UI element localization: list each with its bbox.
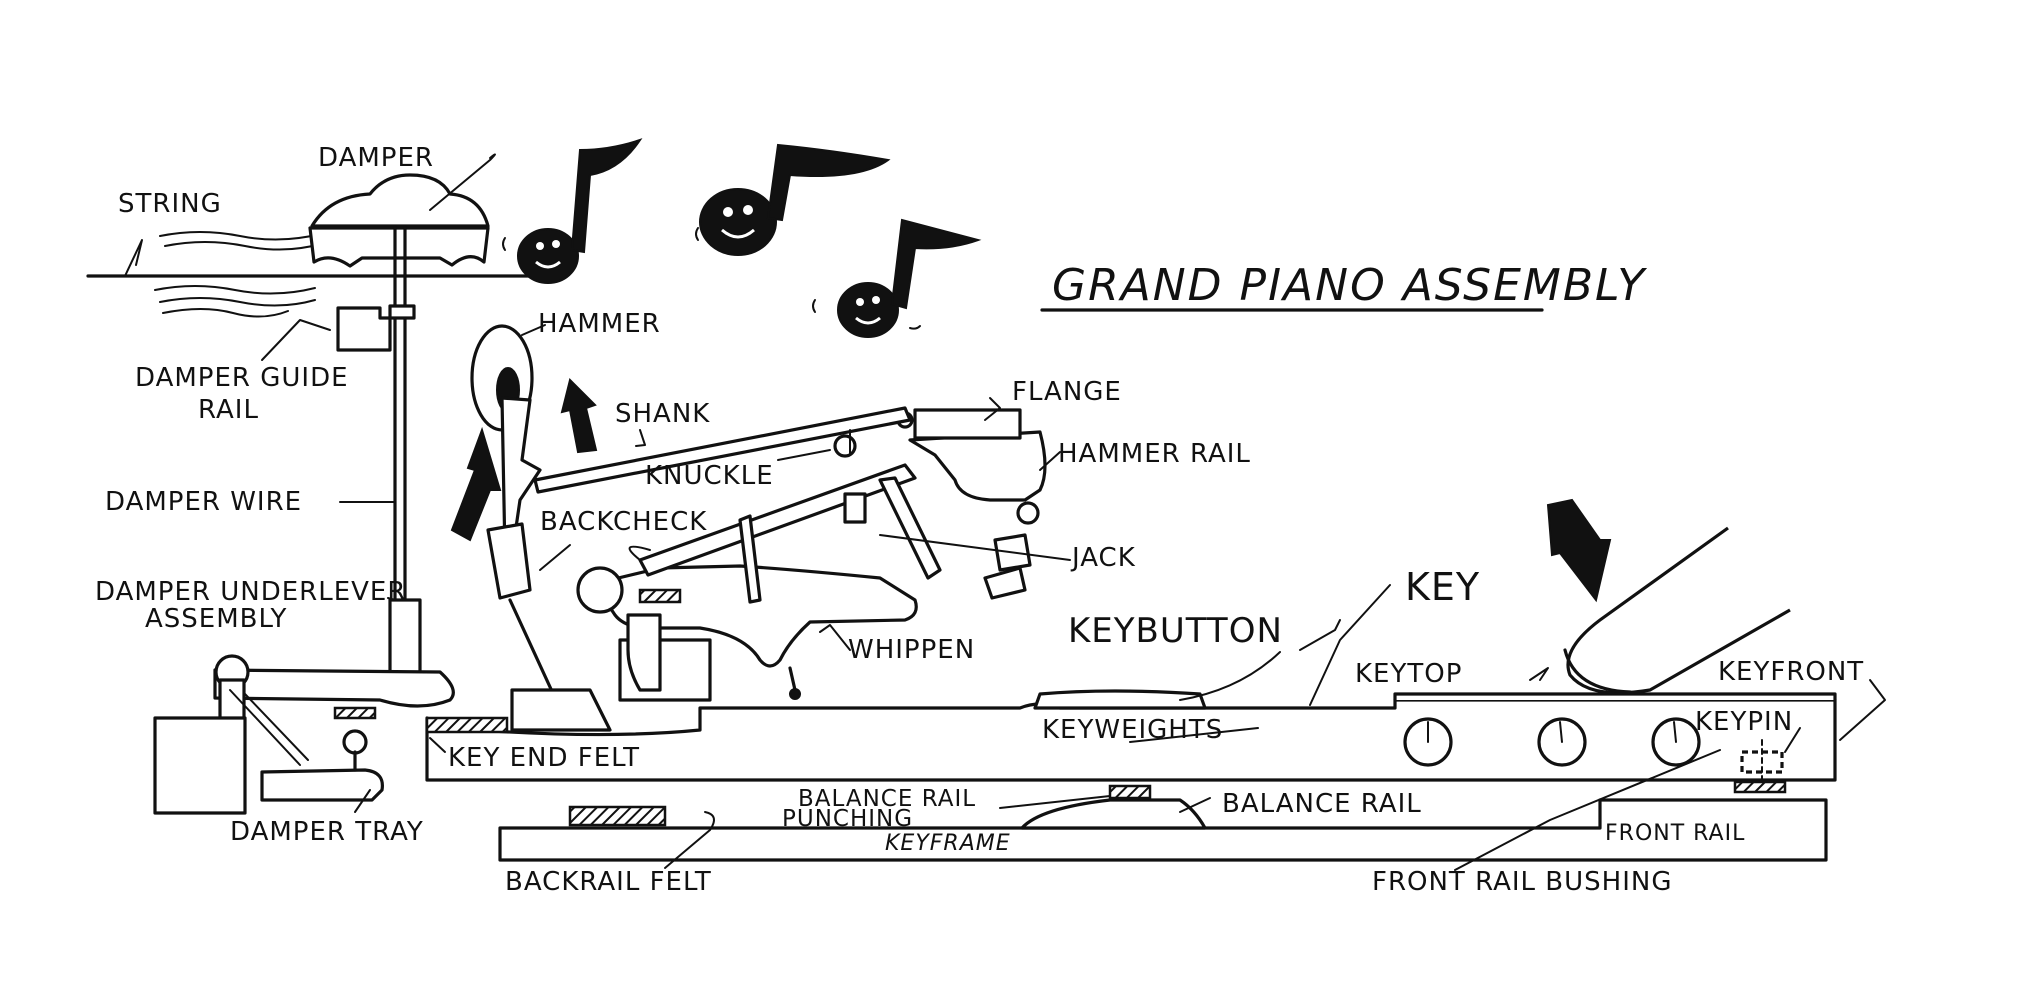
damper [308,173,490,612]
damper-underlever [153,598,455,815]
label-backcheck: BACKCHECK [540,507,707,537]
damper-guide-rail [336,304,416,352]
label-string: STRING [118,189,222,219]
label-damper-guide-rail-1: DAMPER GUIDE [135,363,349,393]
whippen [576,564,918,702]
label-balance-rail-punching-1: BALANCE RAIL [798,786,976,812]
label-whippen: WHIPPEN [848,635,975,665]
label-key: KEY [1405,565,1480,609]
hammer-rail [896,408,1047,502]
diagram-title: GRAND PIANO ASSEMBLY [1052,260,1647,311]
music-note-icon [699,143,891,256]
label-keyweights: KEYWEIGHTS [1042,715,1223,745]
label-key-end-felt: KEY END FELT [448,743,640,773]
music-note-icon [517,138,643,284]
backcheck-post [486,522,612,732]
labels: STRING DAMPER DAMPER GUIDE RAIL DAMPER W… [95,143,1864,897]
finger-icon [1563,526,1791,695]
label-front-rail-bushing: FRONT RAIL BUSHING [1372,867,1672,897]
label-keyframe: KEYFRAME [885,831,1011,856]
label-keytop: KEYTOP [1355,659,1462,689]
damper-tray [260,729,384,802]
label-damper-tray: DAMPER TRAY [230,817,424,847]
label-shank: SHANK [615,399,710,429]
label-keybutton: KEYBUTTON [1068,611,1283,651]
label-knuckle: KNUCKLE [645,461,774,491]
label-balance-rail: BALANCE RAIL [1222,789,1422,819]
key [425,689,1837,782]
label-damper: DAMPER [318,143,434,173]
label-jack: JACK [1070,543,1136,573]
keypin [1733,739,1787,794]
music-note-icon [837,218,982,338]
label-flange: FLANGE [1012,377,1122,407]
up-arrow-icon [450,426,502,542]
shank [533,406,912,494]
label-damper-wire: DAMPER WIRE [105,487,302,517]
jack [843,476,1040,600]
label-keypin: KEYPIN [1695,707,1793,737]
label-backrail-felt: BACKRAIL FELT [505,867,712,897]
label-front-rail: FRONT RAIL [1605,821,1745,846]
label-hammer: HAMMER [538,309,661,339]
label-damper-underlever-2: ASSEMBLY [145,604,287,634]
title: GRAND PIANO ASSEMBLY [1040,260,1647,312]
label-keyfront: KEYFRONT [1718,657,1864,687]
down-arrow-icon [1546,498,1612,603]
label-damper-guide-rail-2: RAIL [198,395,259,425]
keyframe [498,784,1828,862]
label-balance-rail-punching-2: PUNCHING [782,806,913,832]
music-motion-marks [502,227,921,330]
string [86,231,547,318]
up-arrow-icon [560,378,598,454]
hammer [470,324,542,557]
knuckle [833,429,857,458]
label-hammer-rail: HAMMER RAIL [1058,439,1251,469]
label-damper-underlever-1: DAMPER UNDERLEVER [95,577,406,607]
leader-lines [124,153,1886,871]
